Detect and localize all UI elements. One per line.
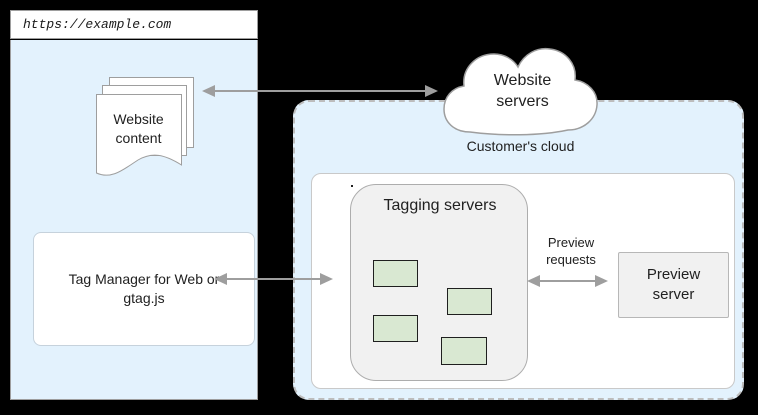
document-stack-icon	[96, 77, 194, 176]
preview-requests-label: Preview requests	[546, 235, 596, 267]
tag-manager-box: Tag Manager for Web or gtag.js	[33, 232, 255, 346]
tag-manager-label-line2: gtag.js	[123, 290, 165, 306]
tagging-server-node	[373, 315, 418, 342]
browser-window: https://example.com Website content Tag …	[10, 10, 258, 400]
tagging-server-node	[447, 288, 492, 315]
browser-url: https://example.com	[23, 17, 172, 32]
tagging-server-node	[441, 337, 487, 365]
cloud-inner-panel: Tagging servers Preview requests Preview…	[311, 173, 735, 389]
website-content-label: Website content	[113, 111, 164, 146]
browser-address-bar: https://example.com	[10, 10, 258, 39]
preview-server-box: Preview server	[618, 252, 729, 318]
tagging-servers-label: Tagging servers	[383, 197, 497, 214]
customer-cloud-label: Customer's cloud	[466, 138, 575, 154]
tagging-server-node	[373, 260, 418, 287]
customer-cloud-container: Customer's cloud Tagging servers Preview…	[293, 100, 744, 400]
tag-manager-label-line1: Tag Manager for Web or	[68, 271, 220, 287]
website-servers-label: Website servers	[493, 72, 552, 110]
tagging-server-node	[351, 185, 353, 187]
website-servers-cloud-icon	[443, 47, 598, 136]
tagging-servers-box: Tagging servers	[350, 184, 528, 381]
